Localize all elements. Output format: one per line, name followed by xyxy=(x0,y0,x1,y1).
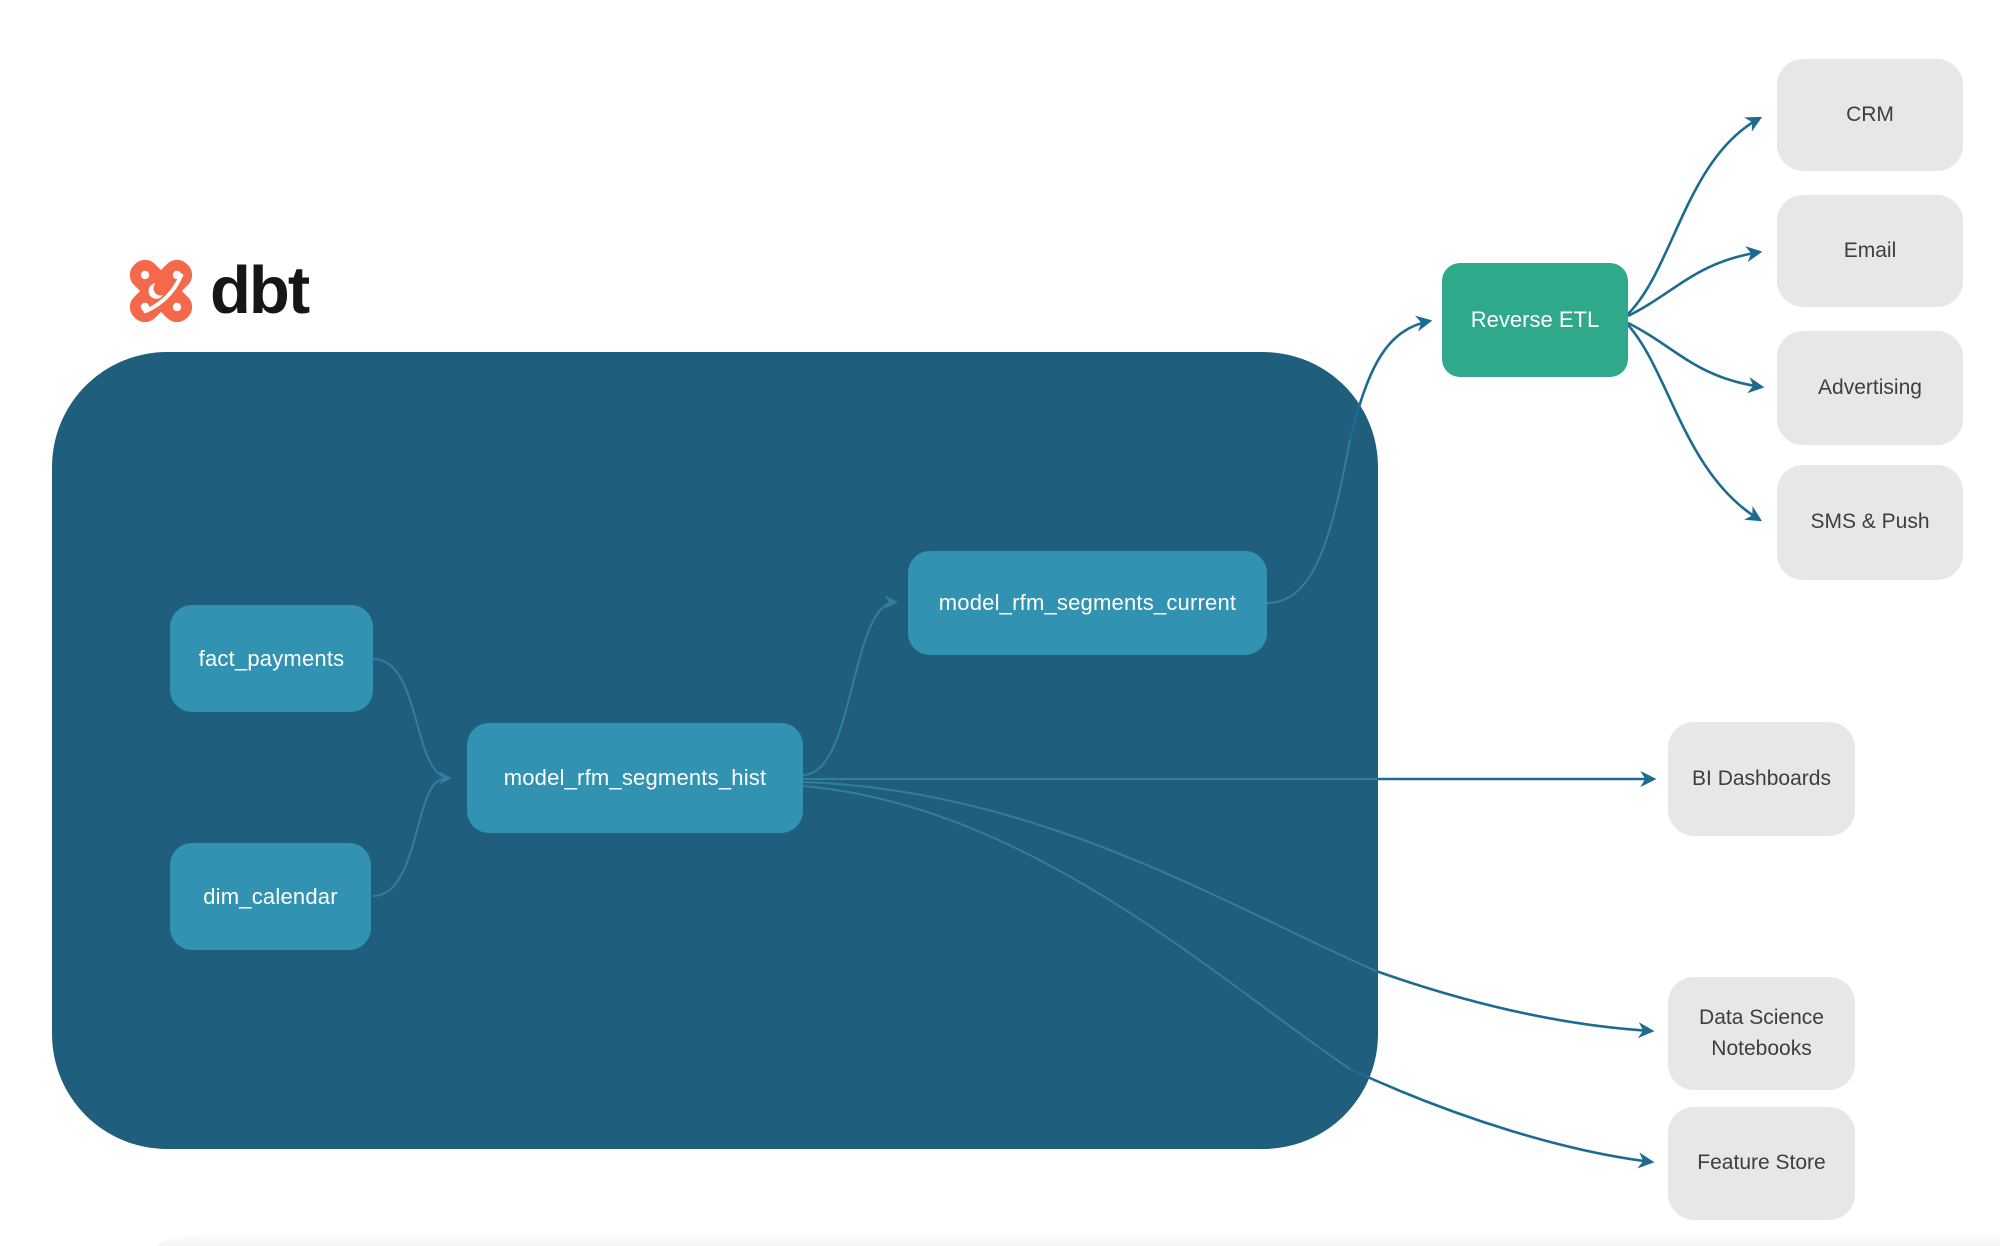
node-sms-push: SMS & Push xyxy=(1777,465,1963,580)
bottom-cutoff-panel xyxy=(158,1234,2000,1246)
edge-reverse-etl-to-advertising xyxy=(1627,321,1765,394)
dbt-logo: dbt xyxy=(122,252,310,330)
node-email: Email xyxy=(1777,195,1963,307)
edge-hist-to-data-science-outer xyxy=(1375,969,1655,1039)
node-data-science-notebooks: Data Science Notebooks xyxy=(1668,977,1855,1090)
node-reverse-etl: Reverse ETL xyxy=(1442,263,1628,377)
node-model-rfm-segments-current: model_rfm_segments_current xyxy=(908,551,1267,655)
edge-reverse-etl-to-email xyxy=(1627,246,1763,318)
node-crm: CRM xyxy=(1777,59,1963,171)
node-model-rfm-segments-hist: model_rfm_segments_hist xyxy=(467,723,803,833)
node-advertising: Advertising xyxy=(1777,331,1963,445)
edge-reverse-etl-to-sms-push xyxy=(1627,324,1763,522)
node-fact-payments: fact_payments xyxy=(170,605,373,712)
node-feature-store: Feature Store xyxy=(1668,1107,1855,1220)
node-bi-dashboards: BI Dashboards xyxy=(1668,722,1855,836)
dbt-logo-icon xyxy=(129,259,193,323)
node-dim-calendar: dim_calendar xyxy=(170,843,371,950)
edge-hist-to-feature-store-outer xyxy=(1349,1067,1655,1169)
dbt-logo-text: dbt xyxy=(210,253,310,328)
edge-reverse-etl-to-crm xyxy=(1627,116,1763,315)
